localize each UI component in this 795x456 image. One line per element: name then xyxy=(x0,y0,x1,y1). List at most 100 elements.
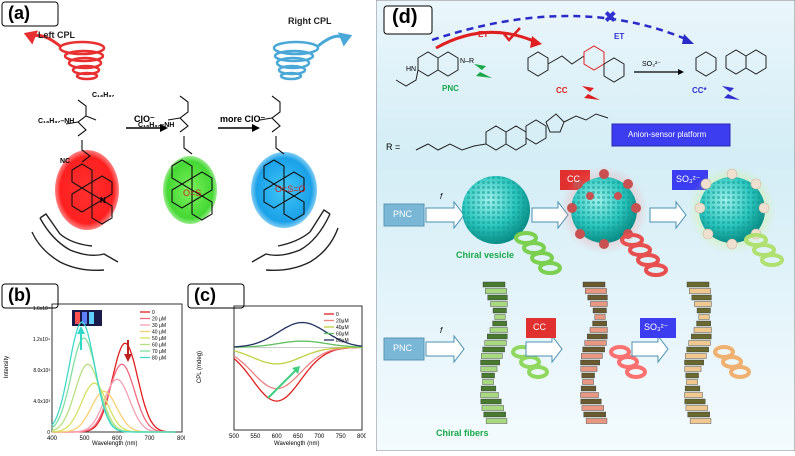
f-down-label: f xyxy=(440,326,443,335)
panel-b-label: (b) xyxy=(8,285,31,305)
panel-a: O=S O=S=O (a) Left CPL Right CPL ClO⁻ mo… xyxy=(0,0,365,280)
panel-c-ylabel: CPL (mdeg) xyxy=(197,350,204,384)
et-label-1: ET xyxy=(478,30,489,39)
fiber3-segment-4 xyxy=(696,307,711,314)
fiber1-segment-21 xyxy=(485,418,508,424)
fiber2-segment-17 xyxy=(580,392,599,398)
right-cpl-label: Right CPL xyxy=(288,16,332,26)
nc-label: NC xyxy=(60,158,71,165)
fiber1-segment-6 xyxy=(492,320,507,327)
legend-b-label-6: 70 μM xyxy=(152,349,166,355)
fiber1-segment-19 xyxy=(481,405,504,411)
reaction-molecules xyxy=(395,45,767,151)
green-diagonal-arrowhead xyxy=(292,366,300,374)
fiber2-segment-16 xyxy=(580,385,597,392)
arrow-pnc-row2 xyxy=(425,334,465,364)
panel-c-xlabel: Wavelength (nm) xyxy=(274,441,320,447)
pnc-box-row2 xyxy=(383,337,425,361)
red-lightning-icon xyxy=(582,86,600,100)
legend-b-label-7: 80 μM xyxy=(152,356,166,362)
fiber3-segment-17 xyxy=(684,392,703,398)
y-tick-b-4: 0 xyxy=(47,430,50,436)
fiber1-segment-8 xyxy=(487,333,508,340)
fiber2-segment-2 xyxy=(587,294,608,301)
fiber3-segment-15 xyxy=(686,379,698,385)
legend-c-label-3: 60μM xyxy=(336,332,349,338)
anion-sensor-box xyxy=(611,123,731,147)
hand-icons xyxy=(31,209,339,272)
molecule-structures xyxy=(65,95,305,225)
f-up-label: f xyxy=(440,192,443,201)
anion-sensor-label: Anion-sensor platform xyxy=(628,130,707,139)
legend-b-label-3: 40 μM xyxy=(152,330,166,336)
pnc-label-top: PNC xyxy=(442,84,459,93)
y-tick-b-3: 4.0x10³ xyxy=(33,399,50,405)
so3-label-row2: SO₃²⁻ xyxy=(644,322,669,332)
x-tick-c-2: 600 xyxy=(272,434,283,440)
y-tick-b-0: 1.6x10⁴ xyxy=(33,306,50,312)
chiral-fiber-3 xyxy=(684,281,712,424)
arrow-to-so3-row1 xyxy=(649,200,687,230)
fiber1-segment-7 xyxy=(489,327,508,333)
sulfone-o: O=S=O xyxy=(275,184,306,194)
x-tick-c-5: 750 xyxy=(336,434,347,440)
fiber2-segment-14 xyxy=(581,372,595,379)
fiber2-helix xyxy=(609,345,647,379)
panel-d-label: (d) xyxy=(392,6,418,28)
legend-c-label-1: 20μM xyxy=(336,319,349,325)
fiber3-segment-20 xyxy=(687,411,710,418)
legend-c-label-2: 40μM xyxy=(336,325,349,331)
left-cpl-spiral xyxy=(23,30,106,81)
fiber2-segment-5 xyxy=(594,314,606,320)
arrow-to-so3-row2 xyxy=(631,334,669,364)
fiber1-segment-15 xyxy=(482,379,494,385)
fiber3-segment-5 xyxy=(698,314,710,320)
fiber3-segment-12 xyxy=(684,359,704,366)
fiber2-segment-18 xyxy=(580,398,602,405)
cc-box-row2 xyxy=(526,318,556,338)
fiber2-segment-1 xyxy=(584,288,607,294)
vesicle-texture xyxy=(462,176,530,244)
x-tick-b-0: 400 xyxy=(47,436,58,442)
y-tick-b-1: 1.2x10⁴ xyxy=(33,337,50,343)
cpl-series-2 xyxy=(233,346,362,365)
fiber3-segment-1 xyxy=(688,288,711,294)
fiber1-segment-10 xyxy=(482,346,505,353)
legend-b-label-4: 50 μM xyxy=(152,336,166,342)
sulfoxide-o: O=S xyxy=(183,188,201,198)
x-tick-b-4: 800 xyxy=(177,436,185,442)
fiber1-segment-12 xyxy=(480,359,500,366)
fiber1-segment-9 xyxy=(484,340,507,346)
green-diagonal-arrow xyxy=(267,369,297,399)
fiber3-segment-11 xyxy=(685,353,707,359)
fiber2-segment-10 xyxy=(582,346,605,353)
cuvette-blue xyxy=(82,312,87,324)
legend-b-label-5: 60 μM xyxy=(152,343,166,349)
reagent2-label: more ClO⁻ xyxy=(220,114,266,124)
fiber3-helix xyxy=(713,345,751,379)
x-tick-c-1: 550 xyxy=(250,434,261,440)
panel-c-frame xyxy=(233,305,363,431)
left-cpl-label: Left CPL xyxy=(38,30,75,40)
panel-a-svg: O=S O=S=O xyxy=(0,0,365,280)
so3-box-row2 xyxy=(640,318,676,338)
cc-label-top: CC xyxy=(556,86,568,95)
cpl-series-1 xyxy=(233,346,362,390)
fiber2-segment-8 xyxy=(587,333,608,340)
check-icon xyxy=(503,27,521,42)
fiber3-segment-18 xyxy=(684,398,706,405)
fiber2-segment-7 xyxy=(589,327,608,333)
reagent1-label: ClO⁻ xyxy=(134,114,155,124)
right-cpl-spiral xyxy=(272,32,353,81)
panel-c-label: (c) xyxy=(194,285,216,305)
x-tick-b-3: 700 xyxy=(144,436,155,442)
fiber2-segment-12 xyxy=(580,359,600,366)
chiral-fiber-2 xyxy=(580,281,608,424)
cc-label-row2: CC xyxy=(533,322,546,332)
fiber2-segment-3 xyxy=(590,301,608,307)
cuvette-cyan xyxy=(89,312,94,324)
pnc-box-row1 xyxy=(383,203,425,227)
x-tick-c-3: 650 xyxy=(293,434,304,440)
